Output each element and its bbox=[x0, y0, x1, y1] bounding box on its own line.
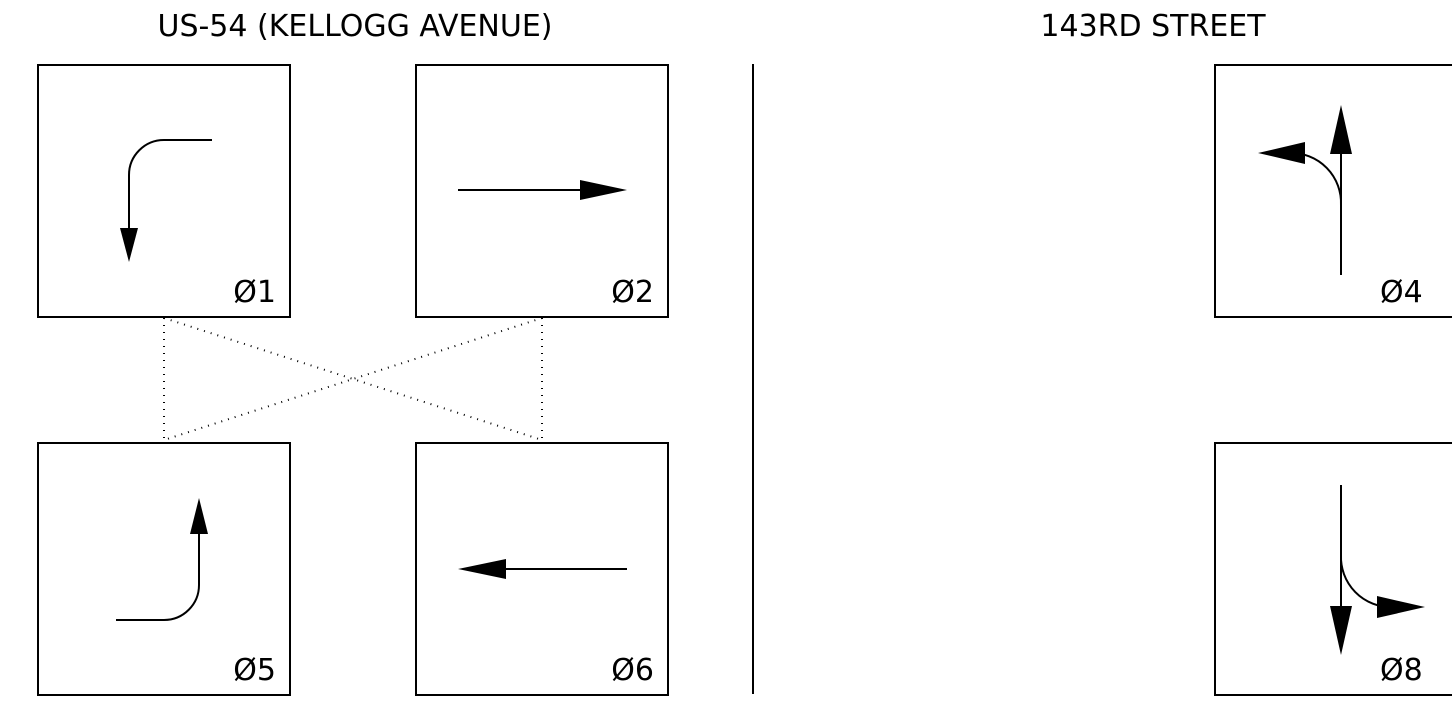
arrowhead-icon bbox=[1330, 105, 1352, 154]
phase-8-label: Ø8 bbox=[1380, 653, 1423, 688]
right-group-title: 143RD STREET bbox=[1040, 9, 1266, 44]
phase-5-box: Ø5 bbox=[37, 442, 291, 696]
left-turn-arrow-icon bbox=[128, 139, 212, 232]
arrowhead-icon bbox=[1377, 596, 1425, 618]
phase-1-box: Ø1 bbox=[37, 64, 291, 318]
phase-2-box: Ø2 bbox=[415, 64, 669, 318]
arrowhead-icon bbox=[580, 180, 627, 200]
arrowhead-icon bbox=[120, 228, 138, 262]
arrowhead-icon bbox=[1258, 142, 1305, 164]
barrier-lines bbox=[163, 317, 543, 441]
phase-2-label: Ø2 bbox=[611, 275, 654, 310]
phase-6-label: Ø6 bbox=[611, 653, 654, 688]
left-turn-arrow-icon bbox=[116, 530, 200, 621]
phase-8-box: Ø8 bbox=[1214, 442, 1452, 696]
phase-1-label: Ø1 bbox=[233, 275, 276, 310]
phase-5-label: Ø5 bbox=[233, 653, 276, 688]
phase-4-box: Ø4 bbox=[1214, 64, 1452, 318]
phase-6-box: Ø6 bbox=[415, 442, 669, 696]
arrowhead-icon bbox=[190, 498, 208, 534]
left-group-title: US-54 (KELLOGG AVENUE) bbox=[157, 9, 552, 44]
arrowhead-icon bbox=[458, 559, 506, 579]
arrowhead-icon bbox=[1330, 606, 1352, 655]
phase-4-label: Ø4 bbox=[1380, 275, 1423, 310]
